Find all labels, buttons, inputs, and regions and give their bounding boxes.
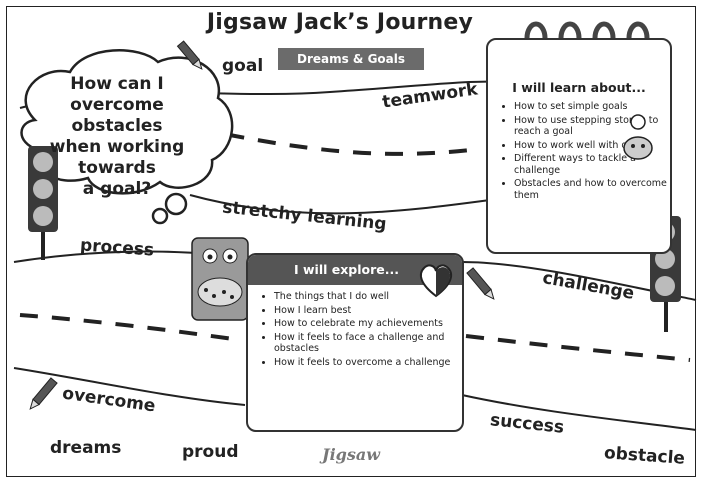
pencil-icon-top [176, 40, 203, 70]
brain-lightbulb-icon [623, 114, 653, 160]
word-goal: goal [222, 56, 264, 76]
thought-bubble-small-2 [151, 207, 169, 225]
pencil-icon-bottom [29, 377, 58, 410]
thought-line: a goal? [82, 179, 152, 199]
learn-card-list: How to set simple goals How to use stepp… [488, 101, 670, 201]
list-item: How I learn best [274, 305, 462, 317]
list-item: Different ways to tackle a challenge [514, 153, 670, 176]
puzzle-heart-icon [419, 264, 453, 298]
list-item: Obstacles and how to overcome them [514, 178, 670, 201]
thought-line: overcome obstacles [70, 95, 164, 136]
list-item: How to use stepping stones to reach a go… [514, 115, 670, 138]
upper-road-bottom-edge [189, 194, 491, 215]
thought-line: How can I [70, 74, 164, 94]
page-title: Jigsaw Jack’s Journey [206, 10, 474, 35]
middle-road-right-dashes [465, 334, 691, 362]
thought-line: when working [49, 137, 185, 157]
learn-card-heading: I will learn about... [488, 80, 670, 95]
lower-road-edge [13, 367, 246, 406]
explore-card-list: The things that I do well How I learn be… [248, 291, 462, 368]
jigsaw-logo: Jigsaw [322, 445, 380, 464]
jigsaw-jack-character [191, 237, 249, 321]
list-item: How it feels to face a challenge and obs… [274, 332, 462, 355]
list-item: How to work well with others [514, 140, 670, 152]
subtitle-banner: Dreams & Goals [278, 48, 424, 70]
list-item: How to celebrate my achievements [274, 318, 462, 330]
middle-road-dashes [19, 313, 241, 342]
page-frame [6, 6, 696, 477]
list-item: The things that I do well [274, 291, 462, 303]
list-item: How it feels to overcome a challenge [274, 357, 462, 369]
thought-bubble-small-1 [164, 192, 188, 216]
word-dreams: dreams [50, 438, 122, 458]
list-item: How to set simple goals [514, 101, 670, 113]
thought-bubble-text: How can I overcome obstacles when workin… [42, 74, 192, 200]
thought-line: towards [78, 158, 156, 178]
upper-road-dashes [194, 126, 471, 156]
word-proud: proud [182, 442, 239, 462]
lower-road-right-edge [461, 394, 697, 431]
pencil-icon-middle [466, 267, 495, 300]
traffic-light-left [28, 146, 58, 260]
